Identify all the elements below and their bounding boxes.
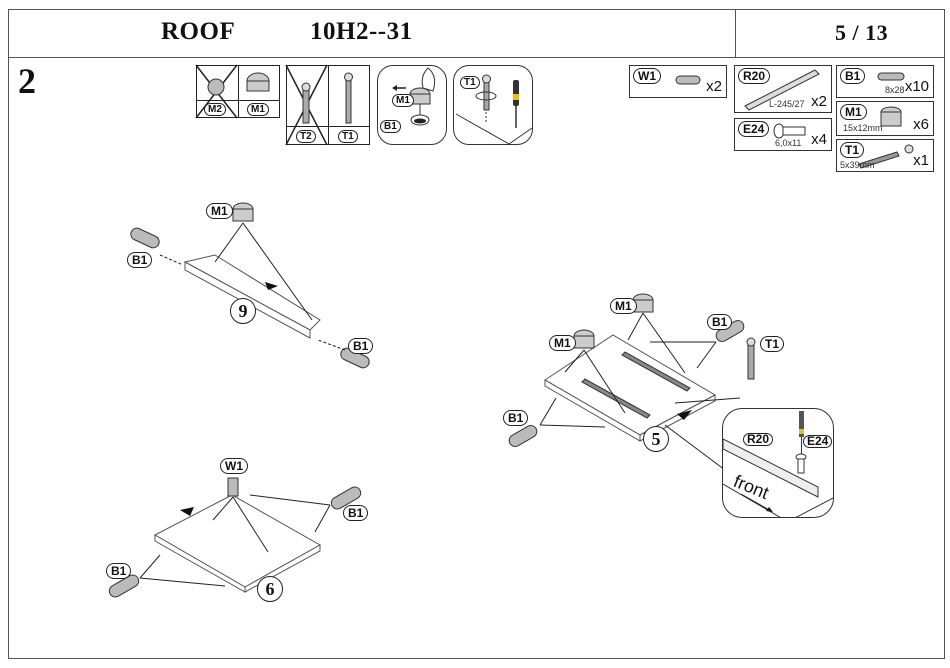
- cam-lock-icon: [880, 106, 902, 127]
- dowel-icon: [877, 72, 905, 81]
- part-code: W1: [633, 68, 661, 84]
- part-qty: x4: [811, 131, 827, 148]
- model-code: 10H2--31: [310, 18, 413, 45]
- part-code: M1: [840, 104, 867, 120]
- screw-icon: [773, 123, 806, 139]
- bolt-t1-label: T1: [338, 130, 358, 143]
- detail-e24-label: E24: [803, 435, 833, 448]
- detail-r20-label: R20: [743, 433, 774, 446]
- part-b1: B1 8x28 x10: [836, 65, 934, 98]
- part-r20: R20 L-245/27 x2: [734, 65, 832, 113]
- panel-9-m1-label: M1: [206, 203, 233, 219]
- section-title: ROOF: [161, 18, 236, 45]
- part-code: B1: [840, 68, 866, 84]
- part-qty: x2: [706, 78, 722, 95]
- panel-5-m1-top-label: M1: [610, 298, 637, 314]
- panel-5-b1-left-label: B1: [503, 410, 529, 426]
- panel-5-b1-right-label: B1: [707, 314, 733, 330]
- panel-6-b1-right-label: B1: [343, 505, 369, 521]
- part-qty: x6: [913, 116, 929, 133]
- cam-m1-label: M1: [247, 103, 269, 116]
- step-number: 2: [18, 61, 36, 101]
- part-qty: x1: [913, 152, 929, 169]
- tighten-t1-label: T1: [460, 76, 480, 89]
- rail-icon: [744, 69, 820, 111]
- panel-number-5: 5: [643, 426, 669, 452]
- part-code: R20: [738, 68, 771, 84]
- part-size: 5x39mm: [840, 160, 875, 170]
- panel-6-b1-left-label: B1: [106, 563, 132, 579]
- part-e24: E24 6,0x11 x4: [734, 118, 832, 151]
- cross-out-icon: [195, 64, 270, 119]
- part-size: L-245/27: [769, 99, 805, 109]
- page-number: 5 / 13: [835, 20, 889, 45]
- part-m1: M1 15x12mm x6: [836, 101, 934, 136]
- part-code: T1: [840, 142, 865, 158]
- part-w1: W1 x2: [629, 65, 727, 98]
- panel-9-b1-right-label: B1: [348, 338, 374, 354]
- rail-detail-callout: R20 E24 front: [722, 408, 834, 518]
- part-size: 15x12mm: [843, 123, 883, 133]
- panel-number-9: 9: [230, 298, 256, 324]
- part-qty: x10: [904, 78, 929, 95]
- header-divider: [8, 57, 945, 58]
- part-qty: x2: [811, 93, 827, 110]
- rail-screw-detail: [723, 411, 833, 517]
- panel-5-t1-label: T1: [760, 336, 785, 352]
- bolt-t2-label: T2: [296, 130, 316, 143]
- header-column-divider: [735, 9, 736, 57]
- part-t1: T1 5x39mm x1: [836, 139, 934, 172]
- panel-6-w1-label: W1: [220, 458, 248, 474]
- panel-9-b1-left-label: B1: [127, 252, 153, 268]
- insert-b1-label: B1: [380, 120, 401, 133]
- cam-m2-label: M2: [204, 103, 226, 116]
- insert-m1-label: M1: [392, 94, 414, 107]
- cam-insert-icon: [392, 67, 436, 126]
- part-size: 6,0x11: [775, 138, 802, 148]
- part-size: 8x28: [885, 85, 905, 95]
- cam-bolt-icon: [858, 144, 914, 169]
- page-frame: [8, 9, 945, 659]
- cam-selection-note: M2 M1: [195, 64, 280, 119]
- panel-5-m1-left-label: M1: [549, 335, 576, 351]
- panel-number-6: 6: [257, 576, 283, 602]
- bolt-selection-note: T2 T1: [285, 64, 370, 146]
- screwdriver-icon: [455, 74, 533, 145]
- bolt-icons: [285, 64, 353, 146]
- insert-cam-note: M1 B1: [377, 65, 447, 145]
- wooden-pin-icon: [675, 75, 701, 85]
- tighten-bolt-note: T1: [453, 65, 533, 145]
- part-code: E24: [738, 121, 770, 137]
